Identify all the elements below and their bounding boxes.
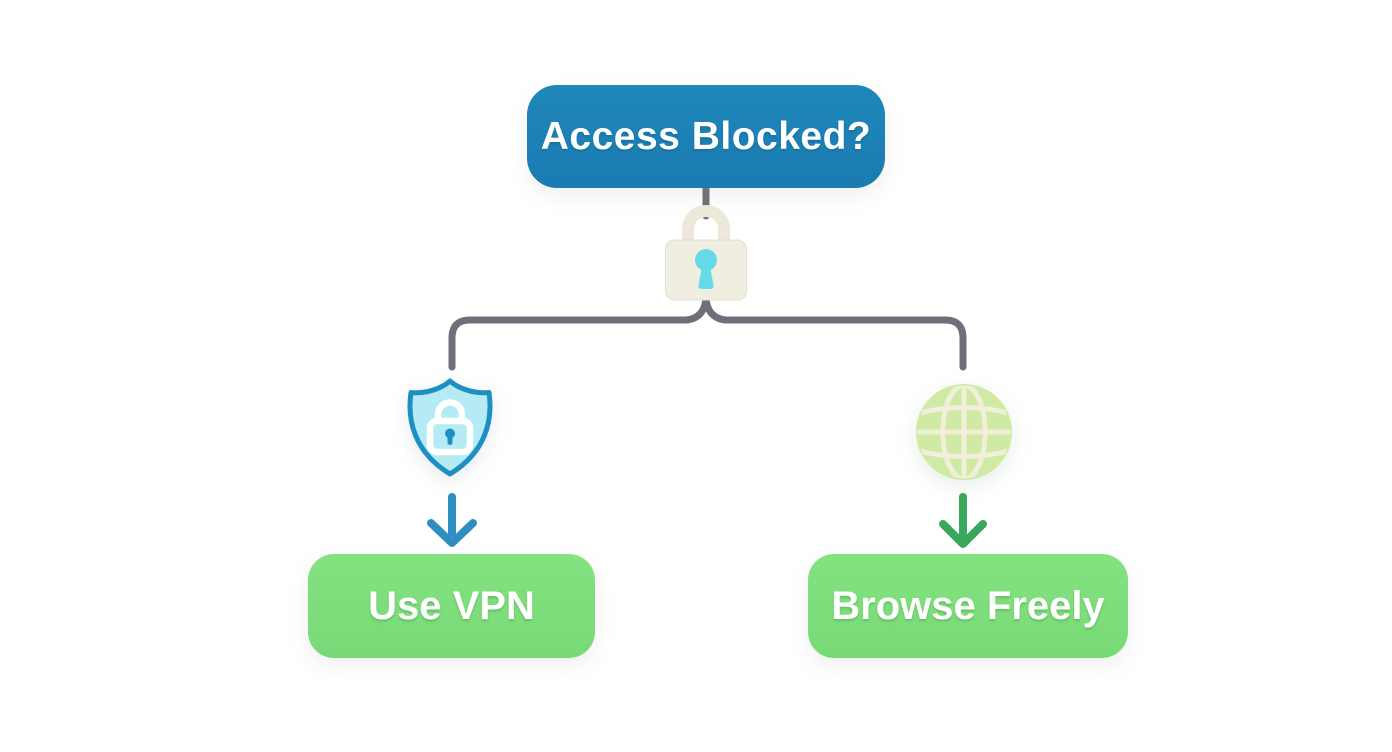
globe-icon <box>915 383 1013 481</box>
connector-right-branch <box>702 292 967 371</box>
node-label: Access Blocked? <box>540 114 872 158</box>
node-label: Use VPN <box>368 583 535 628</box>
flowchart-node-access-blocked: Access Blocked? <box>527 85 885 188</box>
padlock-icon <box>661 196 751 301</box>
connector-left-branch <box>448 292 710 371</box>
flowchart-node-browse-freely: Browse Freely <box>808 554 1128 658</box>
shield-lock-icon <box>401 376 499 488</box>
down-arrow-icon-left <box>427 493 477 547</box>
down-arrow-icon-right <box>939 493 987 548</box>
node-label: Browse Freely <box>831 583 1105 628</box>
flowchart-node-use-vpn: Use VPN <box>308 554 595 658</box>
